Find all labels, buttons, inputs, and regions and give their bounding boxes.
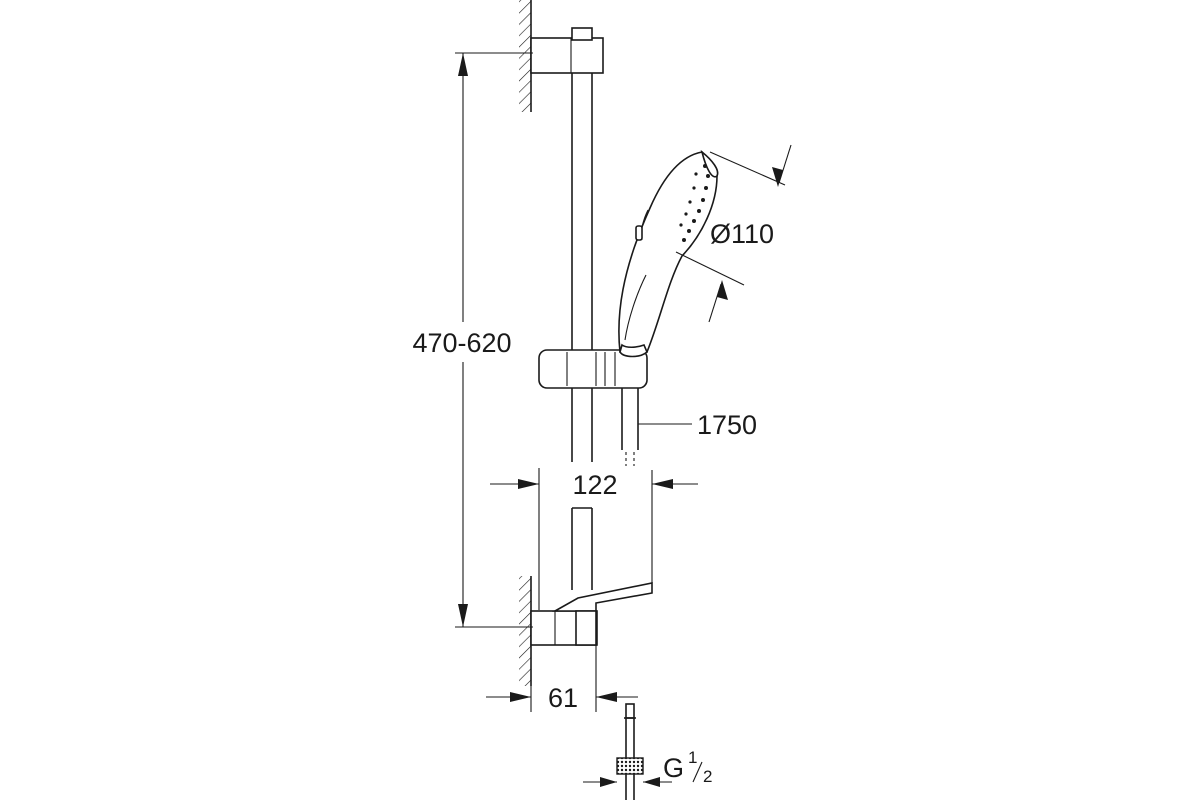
slider-holder [538,349,648,389]
thread-numerator: 1 [688,748,697,767]
dimension-wall-distance: 61 [486,645,638,713]
nozzle-dots [679,164,710,242]
thread-main-label: G [663,753,684,783]
hose-length-label: 1750 [697,410,757,440]
top-wall-bracket [530,27,604,74]
shower-rail-lower [571,507,593,590]
dimension-head-diameter: Ø110 [675,144,792,323]
hand-shower [618,149,719,358]
shower-rail-upper [571,73,593,462]
wall-bottom [519,576,532,686]
dimension-rail-length: 470-620 [412,52,533,628]
hose-segment [621,388,639,466]
wall-distance-label: 61 [548,683,578,713]
wall-top [519,0,532,112]
bottom-wall-bracket [530,582,653,646]
head-diameter-label: Ø110 [710,219,774,249]
rail-length-label: 470-620 [412,328,511,358]
projection-label: 122 [572,470,617,500]
thread-connection: G 1 2 [583,703,712,800]
dimension-hose-length: 1750 [638,410,757,440]
thread-denominator: 2 [703,767,712,786]
dimension-projection: 122 [490,468,698,610]
